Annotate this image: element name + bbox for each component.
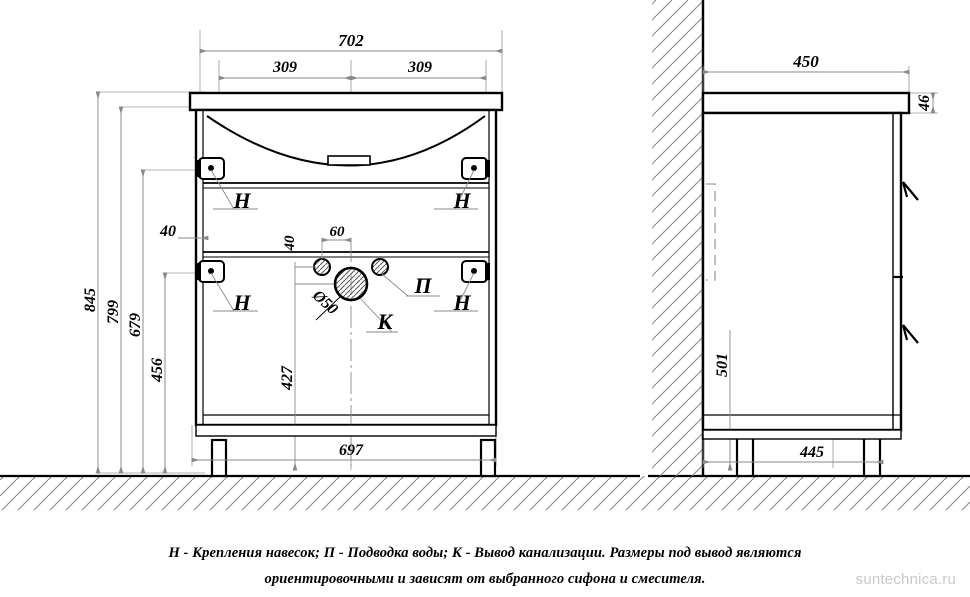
bracket-upper-right: H	[434, 157, 490, 213]
cabinet-body-side	[701, 111, 903, 432]
label-sewer-outlet: К	[377, 309, 394, 334]
dimension-depth: 450	[702, 52, 910, 75]
legend-caption: Н - Крепления навесок; П - Подводка воды…	[0, 540, 970, 592]
dim-702-label: 702	[338, 31, 364, 50]
bracket-lower-left: H	[196, 260, 258, 315]
dim-309-right-label: 309	[407, 59, 432, 76]
dim-46-label: 46	[916, 95, 933, 112]
dim-309-left-label: 309	[272, 59, 297, 76]
dim-40-left-label: 40	[159, 223, 176, 240]
dim-40-center-label: 40	[282, 235, 298, 252]
bracket-label-lower-left: H	[232, 290, 251, 315]
bracket-lower-right: H	[434, 260, 490, 315]
front-elevation-view: 702 309 309 845 799 679 456	[82, 30, 504, 478]
dimension-total-width: 702	[199, 31, 503, 54]
dim-679-label: 679	[127, 313, 144, 337]
hidden-edge	[706, 183, 716, 281]
caption-line-1: Н - Крепления навесок; П - Подводка воды…	[168, 545, 802, 561]
door-handle-marks	[893, 181, 919, 344]
bracket-upper-left: H	[196, 157, 258, 213]
dimension-body-height: 501	[714, 330, 733, 471]
washbasin-bowl	[206, 115, 486, 167]
dimension-bracket-inset: 40	[159, 223, 209, 241]
caption-line-2: ориентировочными и зависят от выбранного…	[264, 571, 706, 587]
countertop	[188, 91, 504, 112]
dim-427-label: 427	[279, 365, 296, 391]
dimension-base-depth: 445	[702, 444, 884, 465]
wall-section	[652, 0, 705, 476]
dim-697-label: 697	[339, 442, 364, 459]
bracket-label-upper-left: H	[232, 188, 251, 213]
dim-456-label: 456	[149, 358, 166, 383]
dim-799-label: 799	[105, 300, 122, 324]
dim-845-label: 845	[82, 288, 99, 312]
marker-sewer-outlet: К	[359, 297, 398, 334]
dim-60-label: 60	[330, 224, 346, 240]
ground-plane	[0, 474, 970, 510]
hanger-brackets: H H H	[196, 157, 490, 315]
dimension-vertical-group: 845 799 679 456	[82, 91, 168, 474]
dimension-base-width: 697	[191, 442, 497, 463]
dimension-half-widths: 309 309	[218, 59, 487, 81]
bracket-label-upper-right: H	[452, 188, 471, 213]
countertop-side	[701, 91, 911, 115]
dimension-drain-height: 427	[279, 290, 298, 471]
bracket-label-lower-right: H	[452, 290, 471, 315]
dimension-countertop-thickness: 46	[916, 92, 936, 114]
dim-445-label: 445	[799, 444, 824, 461]
dim-501-label: 501	[714, 353, 731, 377]
label-water-supply: П	[413, 273, 432, 298]
dim-450-label: 450	[792, 52, 819, 71]
marker-water-supply: П	[381, 273, 440, 298]
dimension-water-offsets: 40 60	[282, 224, 352, 290]
cabinet-legs-side	[702, 429, 902, 478]
side-elevation-view: 450 46 501	[652, 0, 938, 478]
site-watermark: suntechnica.ru	[855, 571, 956, 588]
